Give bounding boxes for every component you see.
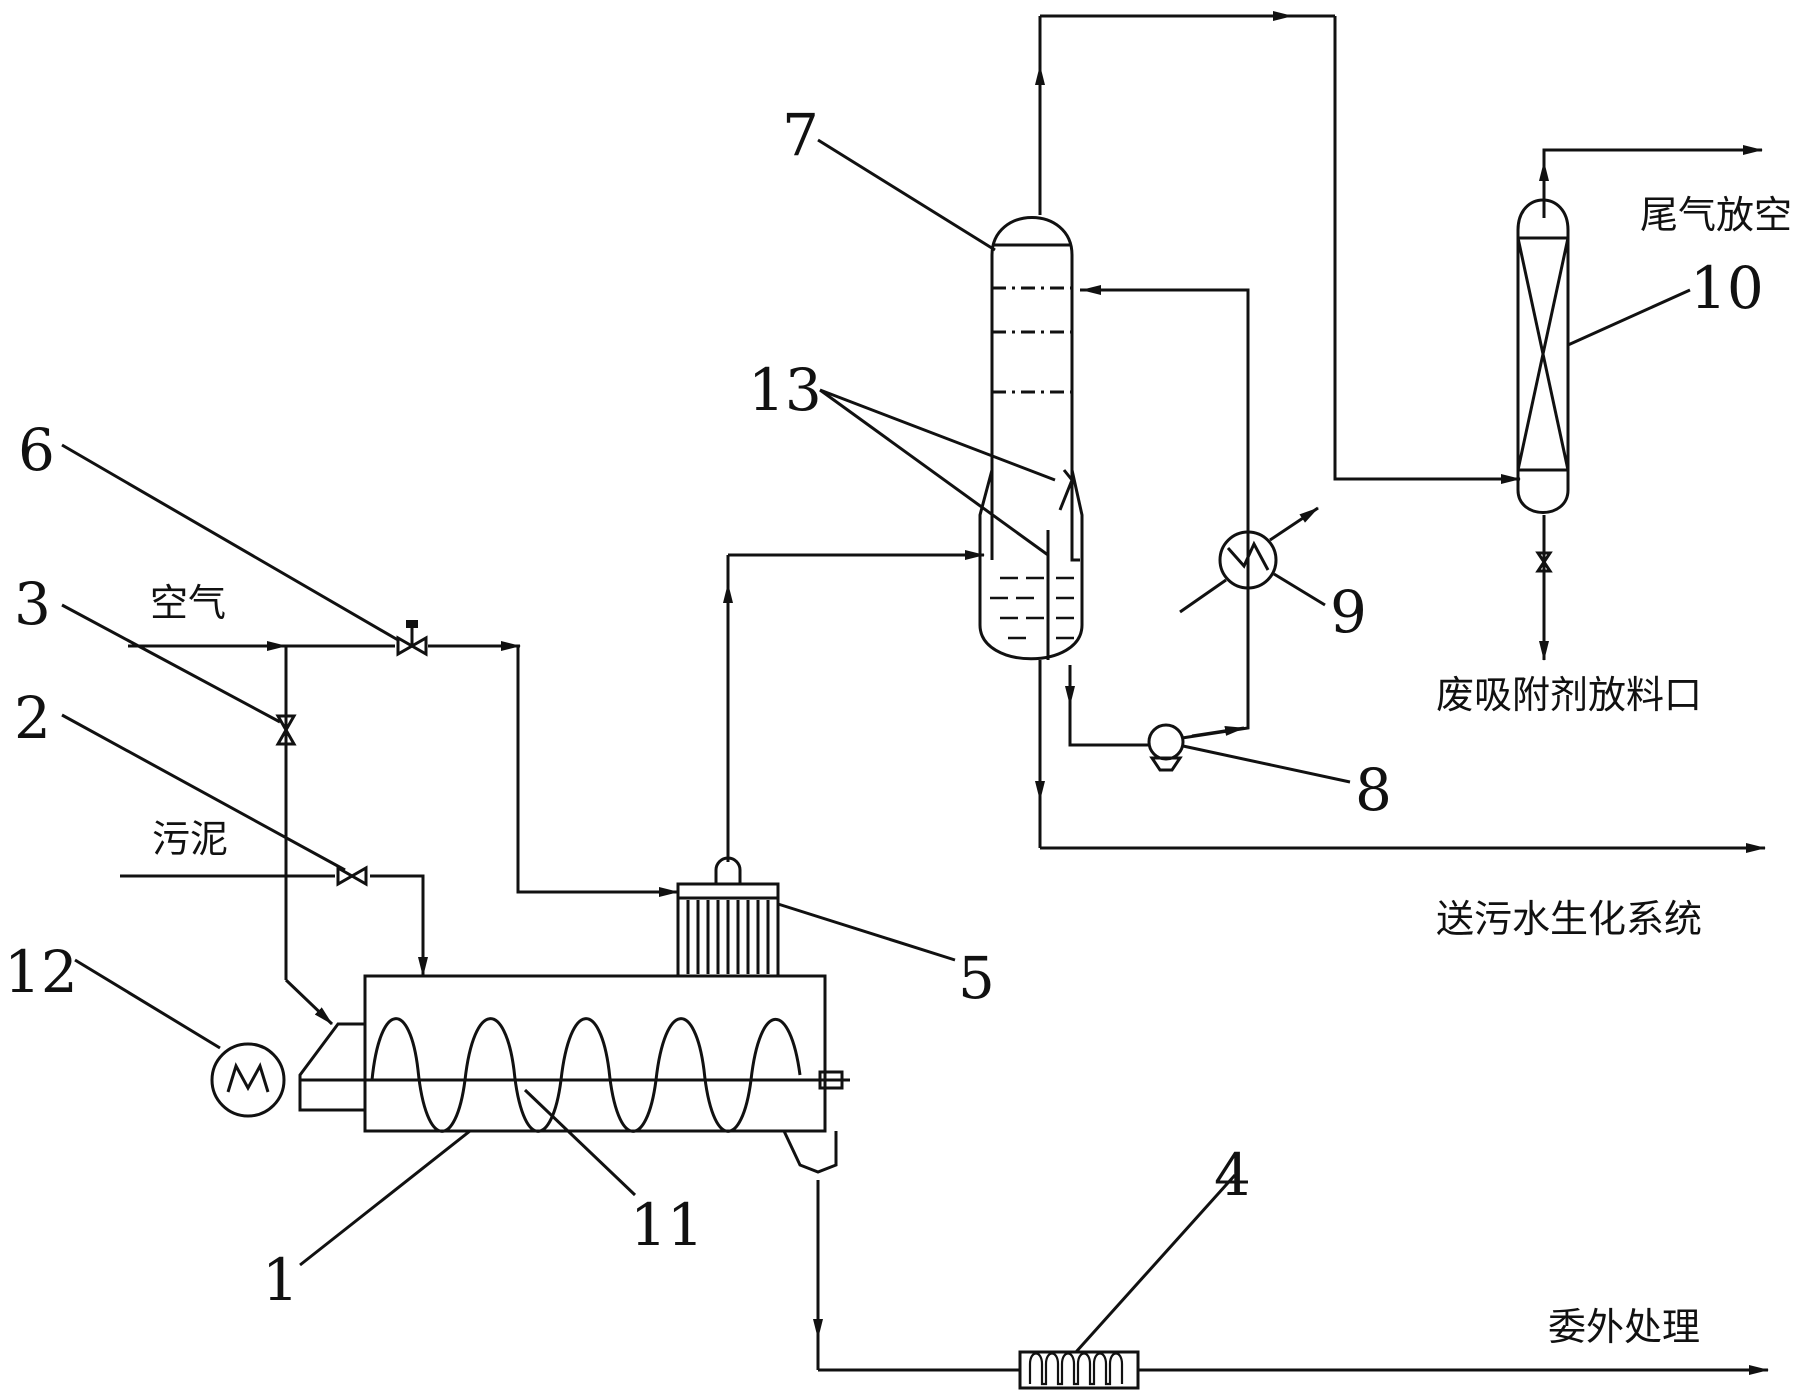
callout-5: 5 bbox=[958, 944, 995, 1012]
solids-outlet-line bbox=[813, 1180, 1769, 1375]
sludge-line bbox=[120, 874, 428, 977]
dust-filter bbox=[676, 856, 780, 978]
callout-10: 10 bbox=[1690, 254, 1764, 322]
vapor-to-scrubber-line bbox=[723, 550, 985, 862]
label-air: 空气 bbox=[150, 581, 226, 625]
wastewater-outlet-line bbox=[1035, 660, 1766, 853]
callout-7: 7 bbox=[782, 101, 819, 169]
callout-11: 11 bbox=[630, 1191, 704, 1259]
air-branch-to-dryer bbox=[284, 646, 334, 1026]
pump bbox=[1147, 723, 1185, 772]
valve-6 bbox=[396, 620, 428, 657]
adsorption-column bbox=[1516, 198, 1570, 514]
callout-8: 8 bbox=[1355, 756, 1392, 824]
label-outsourced-treatment: 委外处理 bbox=[1548, 1305, 1700, 1349]
circulation-loop bbox=[1065, 285, 1250, 747]
overhead-gas-line bbox=[1035, 11, 1521, 484]
label-exhaust-vent: 尾气放空 bbox=[1640, 193, 1792, 237]
callout-6: 6 bbox=[18, 416, 55, 484]
label-to-wastewater-biochem: 送污水生化系统 bbox=[1436, 897, 1702, 941]
callout-3: 3 bbox=[14, 570, 51, 638]
exhaust-line bbox=[1539, 145, 1763, 218]
label-sludge: 污泥 bbox=[152, 817, 228, 861]
callout-1: 1 bbox=[262, 1246, 299, 1314]
leader-lines bbox=[61, 138, 1691, 1354]
callout-2: 2 bbox=[14, 684, 51, 752]
callout-13: 13 bbox=[748, 356, 822, 424]
callout-9: 9 bbox=[1330, 578, 1367, 646]
valve-spent-adsorbent bbox=[1535, 551, 1553, 573]
screw-dryer bbox=[298, 974, 850, 1174]
label-spent-adsorbent-outlet: 废吸附剂放料口 bbox=[1436, 673, 1702, 717]
callout-4: 4 bbox=[1214, 1141, 1251, 1209]
heat-exchanger bbox=[1179, 506, 1319, 614]
scrubber-tower bbox=[978, 216, 1084, 661]
valve-2 bbox=[336, 865, 368, 887]
callout-12: 12 bbox=[4, 938, 78, 1006]
valve-3 bbox=[275, 714, 297, 746]
air-line bbox=[128, 641, 679, 897]
motor bbox=[210, 1042, 286, 1118]
cooler bbox=[1018, 1350, 1140, 1390]
screw-conveyor bbox=[370, 1017, 802, 1133]
